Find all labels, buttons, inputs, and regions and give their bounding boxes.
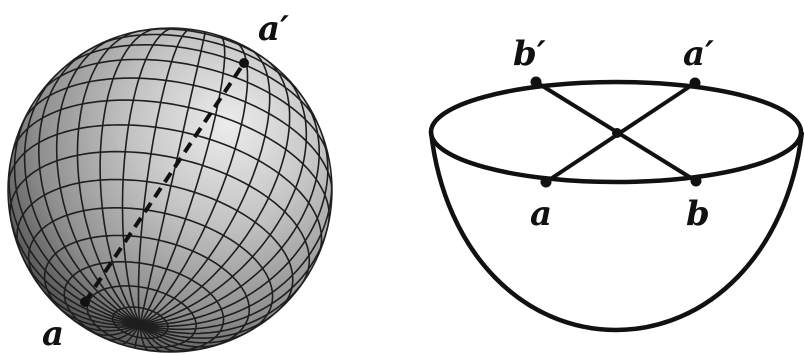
bowl-outline: [428, 131, 804, 333]
longitude-line: [139, 324, 183, 352]
label-a-prime-left: a′: [258, 9, 289, 49]
longitude-line: [133, 324, 141, 349]
longitude-line: [8, 149, 141, 326]
point-a-prime-right: [689, 77, 701, 89]
longitude-line: [89, 324, 141, 337]
longitude-line: [139, 220, 330, 331]
longitude-line: [38, 47, 141, 326]
longitude-line: [8, 202, 141, 326]
sphere-grid: [8, 28, 332, 352]
longitude-line: [13, 105, 141, 326]
point-b-prime-right: [530, 76, 542, 88]
hemisphere-figure: [428, 79, 804, 333]
label-b-right: b: [686, 194, 710, 234]
longitude-line: [99, 28, 158, 326]
longitude-line: [139, 94, 320, 326]
longitude-line: [139, 324, 204, 351]
latitude-line: [37, 58, 330, 161]
longitude-line: [139, 31, 207, 325]
longitude-line: [55, 36, 141, 326]
longitude-line: [139, 324, 150, 352]
longitude-line: [139, 126, 329, 326]
longitude-line: [139, 324, 166, 352]
longitude-line: [137, 28, 191, 325]
latitude-line: [16, 178, 294, 314]
sphere-figure: a a′: [7, 9, 333, 354]
point-a-right: [540, 176, 552, 188]
latitude-line: [11, 99, 331, 226]
longitude-line: [23, 68, 141, 326]
longitude-line: [139, 324, 253, 344]
longitude-line: [139, 58, 291, 326]
point-a-prime: [239, 58, 249, 68]
label-a-prime-right: a′: [683, 34, 714, 74]
point-b-right: [690, 175, 702, 187]
label-a-right: a: [530, 194, 552, 234]
longitude-line: [139, 74, 308, 326]
longitude-line: [139, 269, 312, 335]
longitude-line: [104, 324, 141, 341]
longitude-line: [72, 318, 141, 332]
latitude-line: [9, 150, 311, 288]
longitude-line: [55, 304, 141, 329]
longitude-line: [121, 28, 177, 326]
longitude-line: [76, 30, 141, 326]
longitude-line: [139, 324, 225, 348]
longitude-line: [35, 280, 140, 326]
point-a: [80, 297, 90, 307]
longitude-line: [139, 35, 226, 326]
longitude-line: [139, 307, 282, 339]
antipodal-dashed-line: [83, 61, 246, 304]
longitude-line: [18, 248, 140, 326]
label-a-left: a: [42, 314, 64, 354]
longitude-line: [120, 324, 141, 346]
crossing-point: [612, 128, 622, 138]
longitude-line: [139, 48, 271, 326]
label-b-prime-right: b′: [513, 34, 546, 74]
longitude-line: [139, 172, 332, 328]
hemisphere-points: [530, 76, 702, 188]
bowl-rim: [428, 79, 804, 185]
